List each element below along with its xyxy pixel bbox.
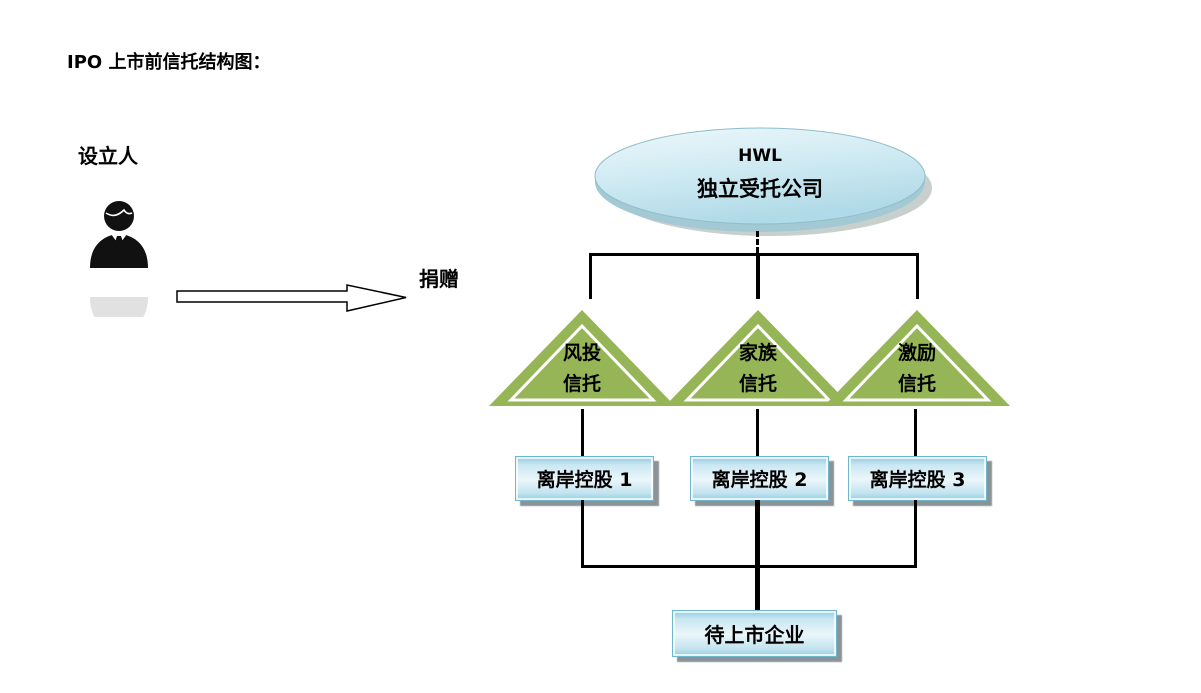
triangle-shape-icon bbox=[665, 310, 851, 406]
page-title: IPO 上市前信托结构图： bbox=[67, 52, 271, 73]
trust-triangle-3: 激励 信托 bbox=[822, 308, 1012, 408]
connector-bottom-vertical-right bbox=[914, 500, 917, 568]
person-icon bbox=[86, 198, 152, 282]
donation-arrow-icon bbox=[173, 283, 411, 315]
trustee-ellipse bbox=[590, 124, 934, 242]
connector-top-vertical-left bbox=[589, 253, 592, 299]
trust-2-line1: 家族 bbox=[738, 342, 777, 364]
trustee-name: HWL bbox=[738, 146, 782, 166]
company-box: 待上市企业 bbox=[672, 610, 837, 657]
connector-bottom-horizontal bbox=[581, 565, 917, 568]
triangle-shape-icon bbox=[489, 310, 675, 406]
connector-top-vertical-right bbox=[916, 253, 919, 299]
trust-triangle-2: 家族 信托 bbox=[663, 308, 853, 408]
triangle-shape-icon bbox=[824, 310, 1010, 406]
trust-1-line1: 风投 bbox=[562, 342, 601, 364]
trust-triangle-1: 风投 信托 bbox=[487, 308, 677, 408]
connector-top-horizontal bbox=[589, 253, 919, 256]
connector-bottom-vertical-center bbox=[755, 500, 760, 610]
trust-2-line2: 信托 bbox=[738, 373, 777, 395]
holding-3-label: 离岸控股 3 bbox=[869, 469, 966, 491]
trustee-subtitle: 独立受托公司 bbox=[697, 177, 823, 201]
settlor-label: 设立人 bbox=[78, 144, 138, 168]
holding-2-label: 离岸控股 2 bbox=[711, 469, 808, 491]
connector-bottom-vertical-left bbox=[581, 500, 584, 568]
donation-label: 捐赠 bbox=[419, 267, 459, 291]
connector-dashed-vertical bbox=[756, 231, 759, 253]
person-icon-reflection bbox=[86, 283, 152, 317]
connector-mid-vertical-left bbox=[581, 409, 584, 456]
company-label: 待上市企业 bbox=[704, 623, 805, 647]
connector-mid-vertical-right bbox=[914, 409, 917, 456]
holding-box-1: 离岸控股 1 bbox=[515, 456, 654, 501]
trust-3-line2: 信托 bbox=[897, 373, 936, 395]
holding-1-label: 离岸控股 1 bbox=[536, 469, 633, 491]
connector-top-vertical-center bbox=[756, 253, 760, 299]
holding-box-3: 离岸控股 3 bbox=[848, 456, 987, 501]
holding-box-2: 离岸控股 2 bbox=[690, 456, 829, 501]
trust-3-line1: 激励 bbox=[897, 342, 936, 364]
connector-mid-vertical-center bbox=[756, 409, 759, 456]
trust-1-line2: 信托 bbox=[562, 373, 601, 395]
